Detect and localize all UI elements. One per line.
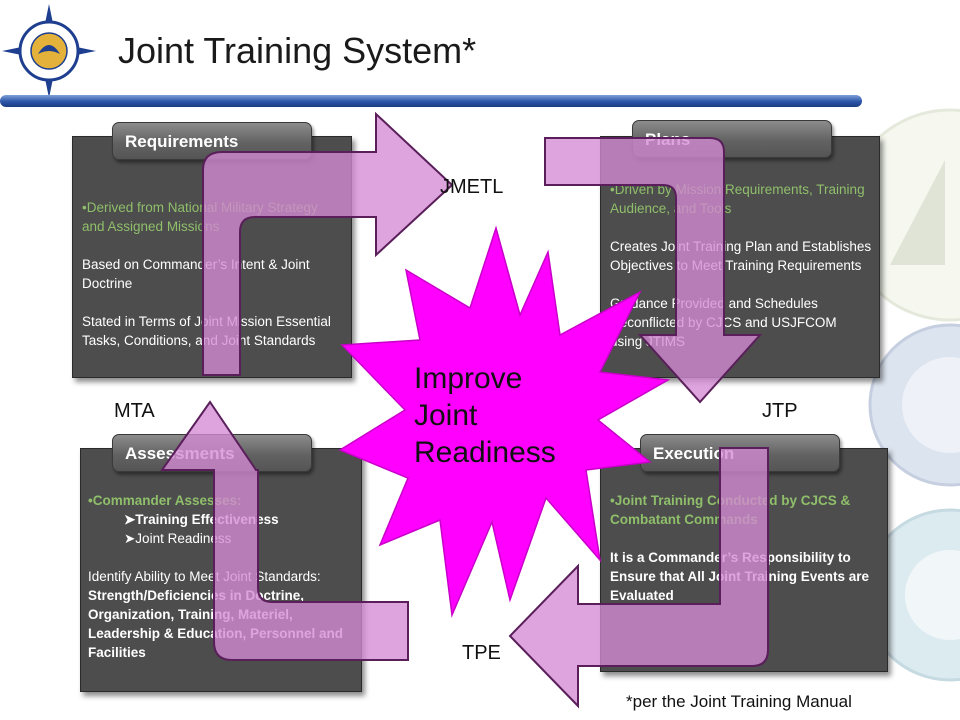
assessments-line-3: ➤Joint Readiness (124, 531, 232, 546)
plans-text: •Driven by Mission Requirements, Trainin… (610, 180, 872, 351)
title-underline-bar (0, 95, 862, 107)
center-line-1: Improve (414, 362, 523, 395)
plans-tab: Plans (632, 120, 832, 158)
center-line-3: Readiness (414, 436, 556, 469)
center-line-2: Joint (414, 399, 478, 432)
label-tpe: TPE (462, 642, 501, 664)
execution-line-1: •Joint Training Conducted by CJCS & Comb… (610, 493, 851, 527)
label-jmetl: JMETL (440, 176, 504, 198)
assessments-line-4: Identify Ability to Meet Joint Standards… (88, 569, 321, 584)
center-readiness-text: Improve Joint Readiness (414, 360, 556, 471)
requirements-line-2: Based on Commander’s Intent & Joint Doct… (82, 257, 310, 291)
requirements-tab: Requirements (112, 122, 312, 160)
assessments-line-2: ➤Training Effectiveness (124, 512, 279, 527)
transcom-seal-logo (2, 4, 96, 98)
slide-title: Joint Training System* (118, 30, 477, 71)
execution-text: •Joint Training Conducted by CJCS & Comb… (610, 491, 880, 605)
footnote: *per the Joint Training Manual (626, 692, 852, 711)
plans-line-2: Creates Joint Training Plan and Establis… (610, 239, 872, 273)
assessments-text: •Commander Assesses: ➤Training Effective… (88, 491, 356, 662)
label-mta: MTA (114, 400, 155, 422)
plans-line-1: •Driven by Mission Requirements, Trainin… (610, 182, 865, 216)
execution-line-2: It is a Commander’s Responsibility to En… (610, 550, 870, 603)
requirements-line-3: Stated in Terms of Joint Mission Essenti… (82, 314, 331, 348)
plans-line-3: Guidance Provided and Schedules Deconfli… (610, 296, 837, 349)
label-jtp: JTP (762, 400, 798, 422)
assessments-tab: Assessments (112, 434, 312, 472)
requirements-line-1: •Derived from National Military Strategy… (82, 200, 318, 234)
assessments-line-1: •Commander Assesses: (88, 493, 242, 508)
requirements-text: •Derived from National Military Strategy… (82, 198, 344, 350)
execution-tab: Execution (640, 434, 840, 472)
assessments-line-5: Strength/Deficiencies in Doctrine, Organ… (88, 588, 344, 660)
